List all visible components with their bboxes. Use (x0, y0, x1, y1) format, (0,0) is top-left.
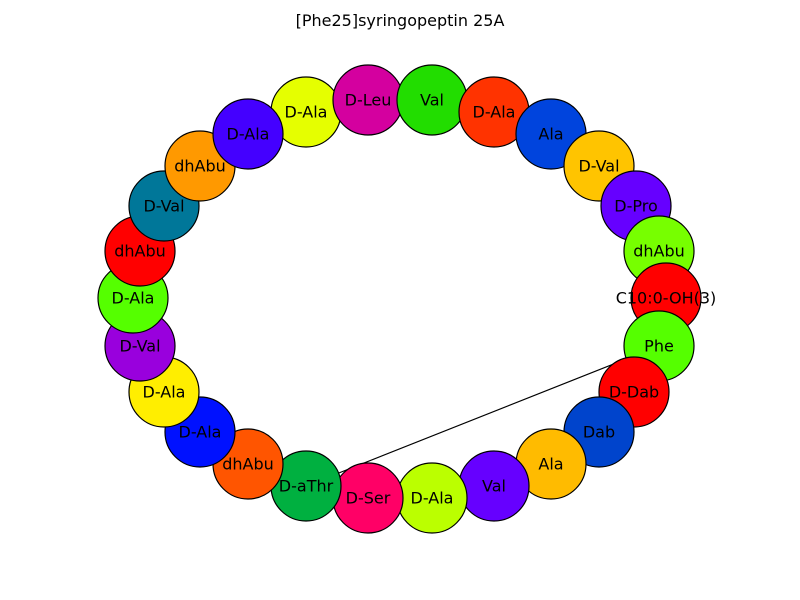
residue-label: D-Ala (411, 489, 454, 508)
residue-circle (212, 98, 284, 170)
residue-label: Phe (644, 337, 674, 356)
residue-label: C10:0-OH(3) (616, 289, 717, 308)
residue-node: D-Ser (332, 462, 404, 534)
residue-node: D-Ala (212, 98, 284, 170)
diagram-title: [Phe25]syringopeptin 25A (296, 11, 505, 30)
residue-label: Val (482, 477, 506, 496)
residue-label: D-Val (119, 337, 160, 356)
residue-label: D-Leu (345, 91, 392, 110)
residue-label: Val (420, 91, 444, 110)
residue-node: Ala (515, 428, 587, 500)
residue-label: D-Dab (609, 383, 659, 402)
residue-node: D-aThr (270, 450, 342, 522)
residue-label: D-Val (578, 157, 619, 176)
residue-label: Ala (538, 455, 563, 474)
residue-label: D-Ala (112, 289, 155, 308)
residue-label: D-Pro (614, 197, 657, 216)
residue-node: D-Leu (332, 64, 404, 136)
residue-label: dhAbu (633, 242, 685, 261)
residue-label: dhAbu (114, 242, 166, 261)
residue-label: D-Ser (346, 489, 391, 508)
residue-node: D-Ala (270, 76, 342, 148)
residue-label: D-Val (143, 197, 184, 216)
residue-label: dhAbu (222, 455, 274, 474)
residue-label: D-Ala (285, 103, 328, 122)
residue-label: D-Ala (473, 103, 516, 122)
residue-label: D-Ala (143, 383, 186, 402)
residue-label: D-Ala (179, 423, 222, 442)
residue-node: Val (458, 450, 530, 522)
residue-label: D-aThr (279, 477, 334, 496)
residue-label: dhAbu (174, 157, 226, 176)
residue-node: Val (396, 64, 468, 136)
residue-label: D-Ala (227, 125, 270, 144)
residue-label: Ala (538, 125, 563, 144)
residue-node: D-Ala (396, 462, 468, 534)
residue-label: Dab (583, 423, 615, 442)
